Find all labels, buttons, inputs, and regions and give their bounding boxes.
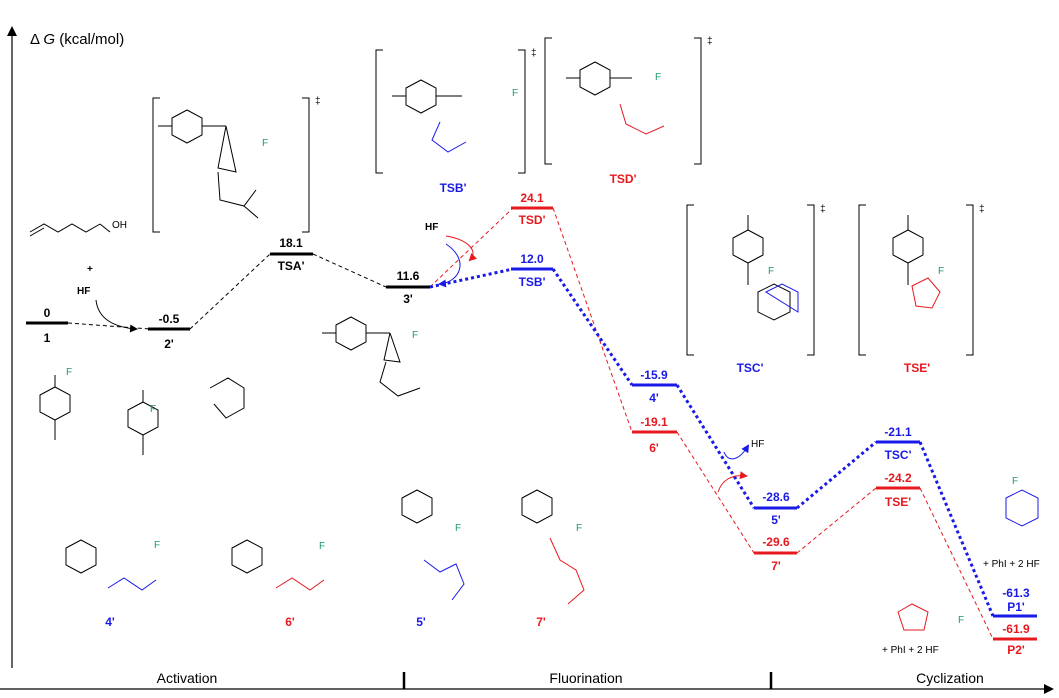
plus-sign: + (87, 264, 93, 275)
level-label: TSB' (519, 275, 546, 289)
y-axis-label: Δ G (kcal/mol) (30, 31, 124, 48)
level-value: -24.2 (884, 471, 912, 485)
svg-text:F: F (154, 540, 160, 551)
level-value: -29.6 (762, 535, 790, 549)
structure-label: 6' (285, 615, 295, 629)
level-label: 1 (44, 331, 51, 345)
level-label: 6' (649, 441, 659, 455)
energy-levels: 0 1 -0.5 2' 18.1 TSA' 11.6 3' 24.1 TSD' … (26, 191, 1037, 657)
level-value: -28.6 (762, 490, 790, 504)
ts-brackets (152, 37, 974, 356)
level-label: 5' (771, 513, 781, 527)
dagger: ‡ (531, 48, 537, 59)
dagger: ‡ (979, 204, 985, 215)
level-value: -0.5 (159, 312, 180, 326)
curved-arrow-icon (717, 471, 748, 493)
svg-text:F: F (938, 266, 944, 277)
dagger: ‡ (707, 36, 713, 47)
level-value: -21.1 (884, 425, 912, 439)
level-label: 3' (403, 292, 413, 306)
level-label: TSD' (519, 213, 546, 227)
ts-label: TSE' (904, 361, 930, 375)
level-value: -61.9 (1002, 622, 1030, 636)
molecule-sketches-red (275, 103, 941, 631)
level-label: 4' (649, 391, 659, 405)
svg-text:F: F (455, 523, 461, 534)
curved-arrow-icon (95, 299, 138, 333)
level-value: 11.6 (397, 269, 420, 283)
level-label: P1' (1007, 600, 1025, 614)
level-label: TSA' (278, 259, 305, 273)
connector-lines (67, 207, 995, 640)
level-label: P2' (1007, 643, 1025, 657)
hf-label: HF (77, 286, 90, 297)
level-value: -61.3 (1002, 586, 1030, 600)
svg-text:F: F (319, 541, 325, 552)
level-value: 0 (44, 306, 51, 320)
structure-label: 5' (416, 615, 426, 629)
ts-label: TSC' (737, 361, 764, 375)
svg-text:F: F (150, 404, 156, 415)
structure-label: 4' (105, 615, 115, 629)
byproduct-label: + PhI + 2 HF (983, 559, 1040, 570)
level-value: -19.1 (640, 415, 668, 429)
section-label-fluorination: Fluorination (549, 670, 622, 686)
byproduct-label: + PhI + 2 HF (882, 645, 939, 656)
structure-label: 7' (536, 615, 546, 629)
level-value: 12.0 (520, 252, 544, 266)
hf-label: HF (751, 439, 764, 450)
level-label: TSC' (885, 448, 912, 462)
ts-label: TSB' (440, 181, 467, 195)
curved-arrow-icon (445, 235, 478, 262)
section-label-activation: Activation (157, 670, 218, 686)
level-value: 18.1 (279, 236, 303, 250)
level-label: 7' (771, 559, 781, 573)
svg-text:F: F (958, 615, 964, 626)
svg-text:F: F (262, 138, 268, 149)
svg-text:F: F (1012, 476, 1018, 487)
section-label-cyclization: Cyclization (916, 670, 984, 686)
curved-arrow-icon (438, 243, 461, 288)
svg-text:F: F (655, 72, 661, 83)
hf-label: HF (425, 222, 438, 233)
level-value: -15.9 (640, 368, 668, 382)
molecule-sketches (29, 61, 924, 574)
level-label: TSE' (885, 495, 911, 509)
curved-arrow-icon (723, 444, 750, 460)
oh-label: OH (112, 220, 127, 231)
molecule-sketches-blue (107, 121, 1039, 601)
dagger: ‡ (820, 204, 826, 215)
ts-label: TSD' (610, 172, 637, 186)
svg-text:F: F (66, 367, 72, 378)
svg-text:F: F (576, 523, 582, 534)
dagger: ‡ (315, 96, 321, 107)
svg-text:F: F (412, 330, 418, 341)
fluorine-atoms: F F F F F F F F F F F F F F (66, 72, 1018, 626)
svg-text:F: F (768, 266, 774, 277)
svg-text:F: F (512, 88, 518, 99)
level-label: 2' (164, 337, 174, 351)
level-value: 24.1 (520, 191, 544, 205)
